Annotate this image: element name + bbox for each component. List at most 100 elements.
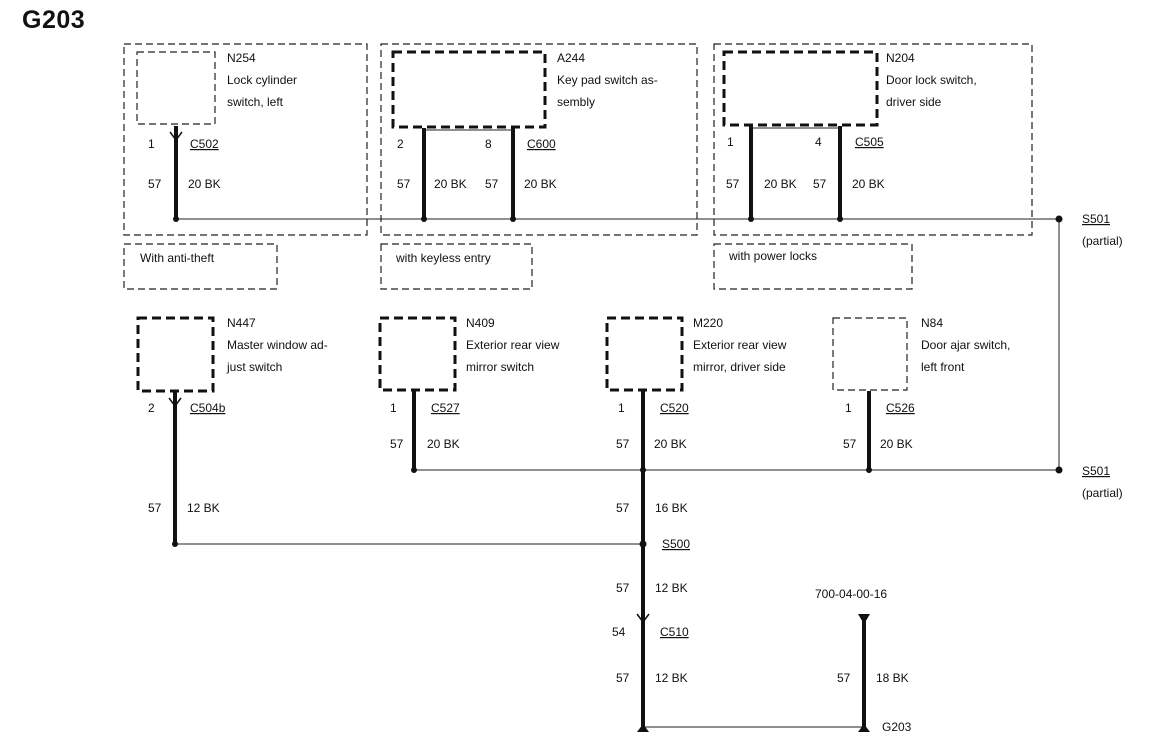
ground-feed-circuit: 57 [837,671,851,685]
m220-desc-line2: mirror, driver side [693,360,786,374]
trunk-lower-circuit: 57 [616,671,630,685]
ground-feed-wire-label: 18 BK [876,671,909,685]
s500-label: S500 [662,537,690,551]
n84-splice-dot [866,467,872,473]
option-power-locks: with power locks [728,249,817,263]
m220-connector: C520 [660,401,689,415]
trunk-lower-wire-label: 12 BK [655,671,688,685]
n204-ref: N204 [886,51,915,65]
option-box-power-locks [713,243,913,290]
c510-connector: C510 [660,625,689,639]
n447-component [136,316,215,393]
s501-bottom-label: S501 [1082,464,1110,478]
n254-pin: 1 [148,137,155,151]
n84-connector: C526 [886,401,915,415]
option-box-keyless [380,243,533,290]
n204-desc-line2: driver side [886,95,942,109]
n254-desc-line2: switch, left [227,95,284,109]
n204-pin-a: 1 [727,135,734,149]
s501-top-dot [1055,215,1063,223]
s501-top-label: S501 [1082,212,1110,226]
n409-wire-label: 20 BK [427,437,460,451]
n409-connector: C527 [431,401,460,415]
a244-desc-line1: Key pad switch as- [557,73,658,87]
n447-desc-line2: just switch [226,360,282,374]
n84-pin: 1 [845,401,852,415]
a244-desc-line2: sembly [557,95,595,109]
m220-wire-label: 20 BK [654,437,687,451]
a244-outline [380,43,698,236]
n254-circuit: 57 [148,177,162,191]
c510-pin: 54 [612,625,626,639]
n447-desc-line1: Master window ad- [227,338,328,352]
a244-splice-dot-b [510,216,516,222]
n409-ref: N409 [466,316,495,330]
a244-wire-label-b: 20 BK [524,177,557,191]
a244-connector: C600 [527,137,556,151]
n447-pin: 2 [148,401,155,415]
n204-splice-dot-b [837,216,843,222]
n204-outline [713,43,1033,236]
m220-component [605,316,684,392]
m220-splice-dot [640,467,646,473]
a244-ref: A244 [557,51,585,65]
trunk-upper-wire-label: 16 BK [655,501,688,515]
n204-splice-dot-a [748,216,754,222]
page-title: G203 [22,6,86,34]
n254-component [136,51,216,125]
n447-wire-label: 12 BK [187,501,220,515]
s501-bottom-partial: (partial) [1082,486,1123,500]
doc-number: 700-04-00-16 [815,587,887,601]
m220-desc-line1: Exterior rear view [693,338,787,352]
option-keyless-entry: with keyless entry [395,251,491,265]
ground-right-symbol [858,724,870,732]
trunk-mid-circuit: 57 [616,581,630,595]
n409-desc-line1: Exterior rear view [466,338,560,352]
m220-pin: 1 [618,401,625,415]
n254-connector: C502 [190,137,219,151]
a244-wire-label-a: 20 BK [434,177,467,191]
option-anti-theft: With anti-theft [140,251,215,265]
n409-pin: 1 [390,401,397,415]
n409-splice-dot [411,467,417,473]
n84-wire-label: 20 BK [880,437,913,451]
n84-component [832,317,908,391]
n254-splice-dot [173,216,179,222]
n447-circuit: 57 [148,501,162,515]
n409-desc-line2: mirror switch [466,360,534,374]
s501-top-partial: (partial) [1082,234,1123,248]
n204-pin-b: 4 [815,135,822,149]
s500-dot [639,540,647,548]
n84-ref: N84 [921,316,943,330]
n204-wire-label-a: 20 BK [764,177,797,191]
n447-end-dot [172,541,178,547]
n254-desc-line1: Lock cylinder [227,73,297,87]
n254-connector-mark [169,131,183,142]
n447-ref: N447 [227,316,256,330]
trunk-upper-circuit: 57 [616,501,630,515]
n204-connector: C505 [855,135,884,149]
n204-component [722,50,879,127]
n84-desc-line2: left front [921,360,965,374]
a244-component [391,50,547,129]
n447-connector-mark [168,397,182,408]
a244-circuit-b: 57 [485,177,499,191]
n204-circuit-b: 57 [813,177,827,191]
n409-component [378,316,457,392]
n254-outline [123,43,368,236]
n84-circuit: 57 [843,437,857,451]
m220-circuit: 57 [616,437,630,451]
n254-wire-label: 20 BK [188,177,221,191]
n84-desc-line1: Door ajar switch, [921,338,1010,352]
c510-connector-mark [636,613,650,624]
ground-feed-arrow [858,614,870,624]
ground-label: G203 [882,720,912,734]
n204-wire-label-b: 20 BK [852,177,885,191]
a244-pin-a: 2 [397,137,404,151]
m220-ref: M220 [693,316,723,330]
n204-desc-line1: Door lock switch, [886,73,977,87]
a244-circuit-a: 57 [397,177,411,191]
ground-left-symbol [637,724,649,732]
n409-circuit: 57 [390,437,404,451]
